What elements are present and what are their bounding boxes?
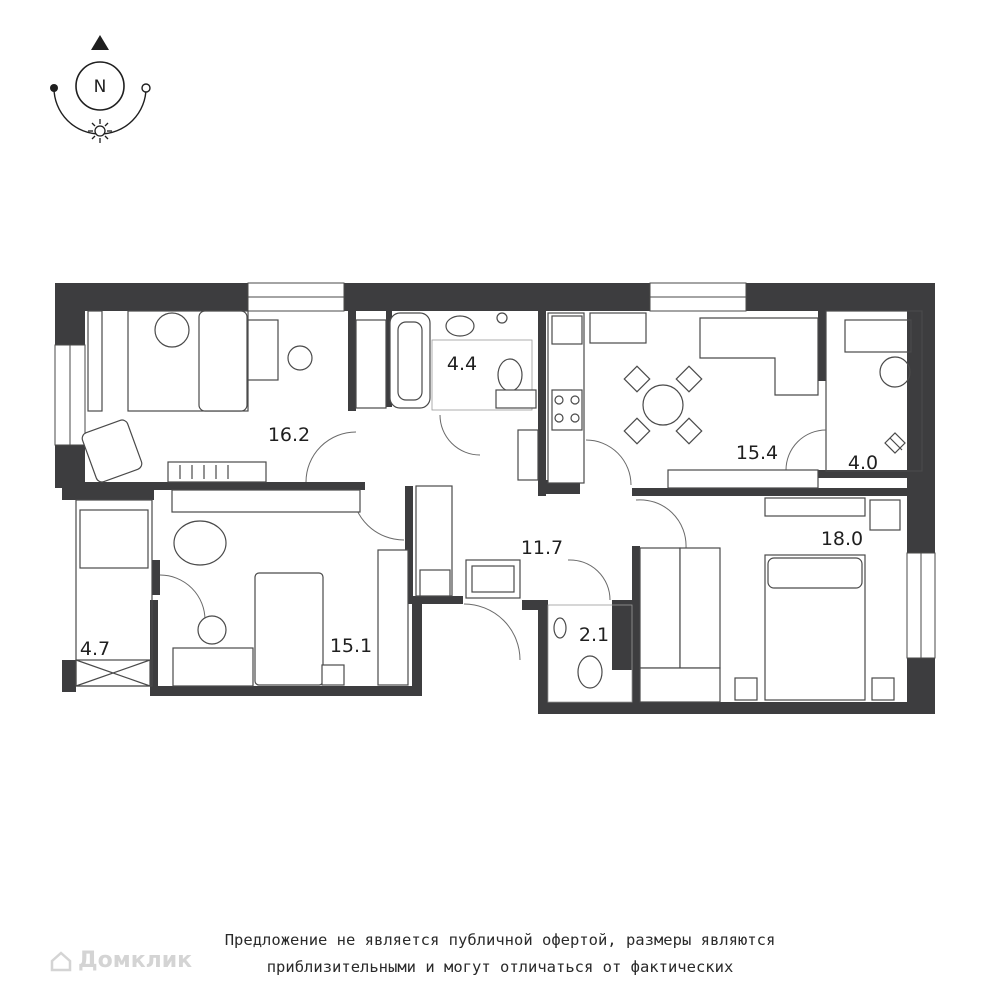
interior-walls xyxy=(85,311,908,706)
bedroom-south-furniture xyxy=(171,489,409,687)
washer xyxy=(495,389,537,409)
windows xyxy=(54,282,936,659)
plant-icon xyxy=(884,432,906,454)
area-label-bedroom-east: 18.0 xyxy=(821,528,863,550)
dining-table xyxy=(642,384,684,426)
shelf xyxy=(171,489,361,513)
bedroom-east-furniture xyxy=(639,497,901,703)
house-icon xyxy=(50,950,72,971)
watermark: Домклик xyxy=(50,948,192,973)
single-bed xyxy=(254,572,324,686)
cooktop xyxy=(551,389,583,431)
headboard xyxy=(767,557,863,589)
bedroom-west-furniture xyxy=(81,310,313,483)
sink xyxy=(445,315,475,337)
balcony-table xyxy=(879,356,911,388)
area-label-kitchen-living: 15.4 xyxy=(736,442,778,464)
compass: N xyxy=(50,35,151,143)
toilet xyxy=(577,655,603,689)
wardrobe xyxy=(377,549,409,686)
nightstand xyxy=(869,499,901,531)
kitchen-fixtures xyxy=(547,312,819,489)
balcony-east xyxy=(825,310,923,472)
sunrise-dot xyxy=(50,84,58,92)
tile-floor xyxy=(431,339,533,411)
fridge xyxy=(589,312,647,344)
room-labels: 16.2 4.4 15.4 4.0 18.0 11.7 2.1 15.1 4.7 xyxy=(80,353,878,660)
hallway-fixtures xyxy=(415,429,539,599)
clothes-rack xyxy=(639,667,721,703)
balcony-west xyxy=(75,499,153,687)
nightstand xyxy=(321,664,345,686)
compass-north-label: N xyxy=(94,77,107,97)
desk xyxy=(172,647,254,687)
area-label-toilet: 2.1 xyxy=(579,624,609,646)
chair xyxy=(287,345,313,371)
sunset-dot xyxy=(141,83,151,93)
toilet xyxy=(497,358,523,392)
area-label-balcony-east: 4.0 xyxy=(848,452,878,474)
area-label-hallway: 11.7 xyxy=(521,537,563,559)
wall-cabinet xyxy=(87,310,103,412)
corner-sink xyxy=(551,315,583,345)
area-label-bedroom-south: 15.1 xyxy=(330,635,372,657)
tile-floor xyxy=(547,604,633,703)
armchair xyxy=(81,419,143,483)
dining-chair xyxy=(623,417,651,445)
sofa xyxy=(198,310,248,412)
nightstand xyxy=(734,677,758,701)
dining-chair xyxy=(675,417,703,445)
dresser xyxy=(764,497,866,517)
area-label-balcony-west: 4.7 xyxy=(80,638,110,660)
north-arrow-icon xyxy=(91,35,109,50)
door-swings xyxy=(159,414,827,661)
sun-icon xyxy=(88,119,112,143)
disclaimer-line-1: Предложение не является публичной оферто… xyxy=(224,931,776,949)
area-label-bathroom: 4.4 xyxy=(447,353,477,375)
shoe-cabinet xyxy=(419,569,451,597)
compass-circle xyxy=(75,61,125,111)
disclaimer-line-2: приблизительными и могут отличаться от ф… xyxy=(266,958,734,976)
hall-cabinet xyxy=(517,429,539,481)
balcony-bench xyxy=(844,319,912,353)
bean-bag xyxy=(173,520,227,566)
dining-chair xyxy=(675,365,703,393)
area-label-bedroom-west: 16.2 xyxy=(268,424,310,446)
nightstand xyxy=(871,677,895,701)
watermark-text: Домклик xyxy=(78,948,193,973)
tv-stand xyxy=(667,469,819,489)
toilet-room-fixtures xyxy=(547,604,633,703)
small-sink xyxy=(553,617,567,639)
storage xyxy=(355,319,387,409)
rug xyxy=(79,509,149,569)
desk xyxy=(247,319,279,381)
dining-chair xyxy=(623,365,651,393)
corner-sofa xyxy=(699,317,819,396)
bathroom-fixtures xyxy=(355,312,537,411)
rug-round xyxy=(154,312,190,348)
desk-chair xyxy=(197,615,227,645)
wardrobe xyxy=(679,547,721,669)
wardrobe xyxy=(639,547,681,669)
shelf xyxy=(167,461,267,483)
